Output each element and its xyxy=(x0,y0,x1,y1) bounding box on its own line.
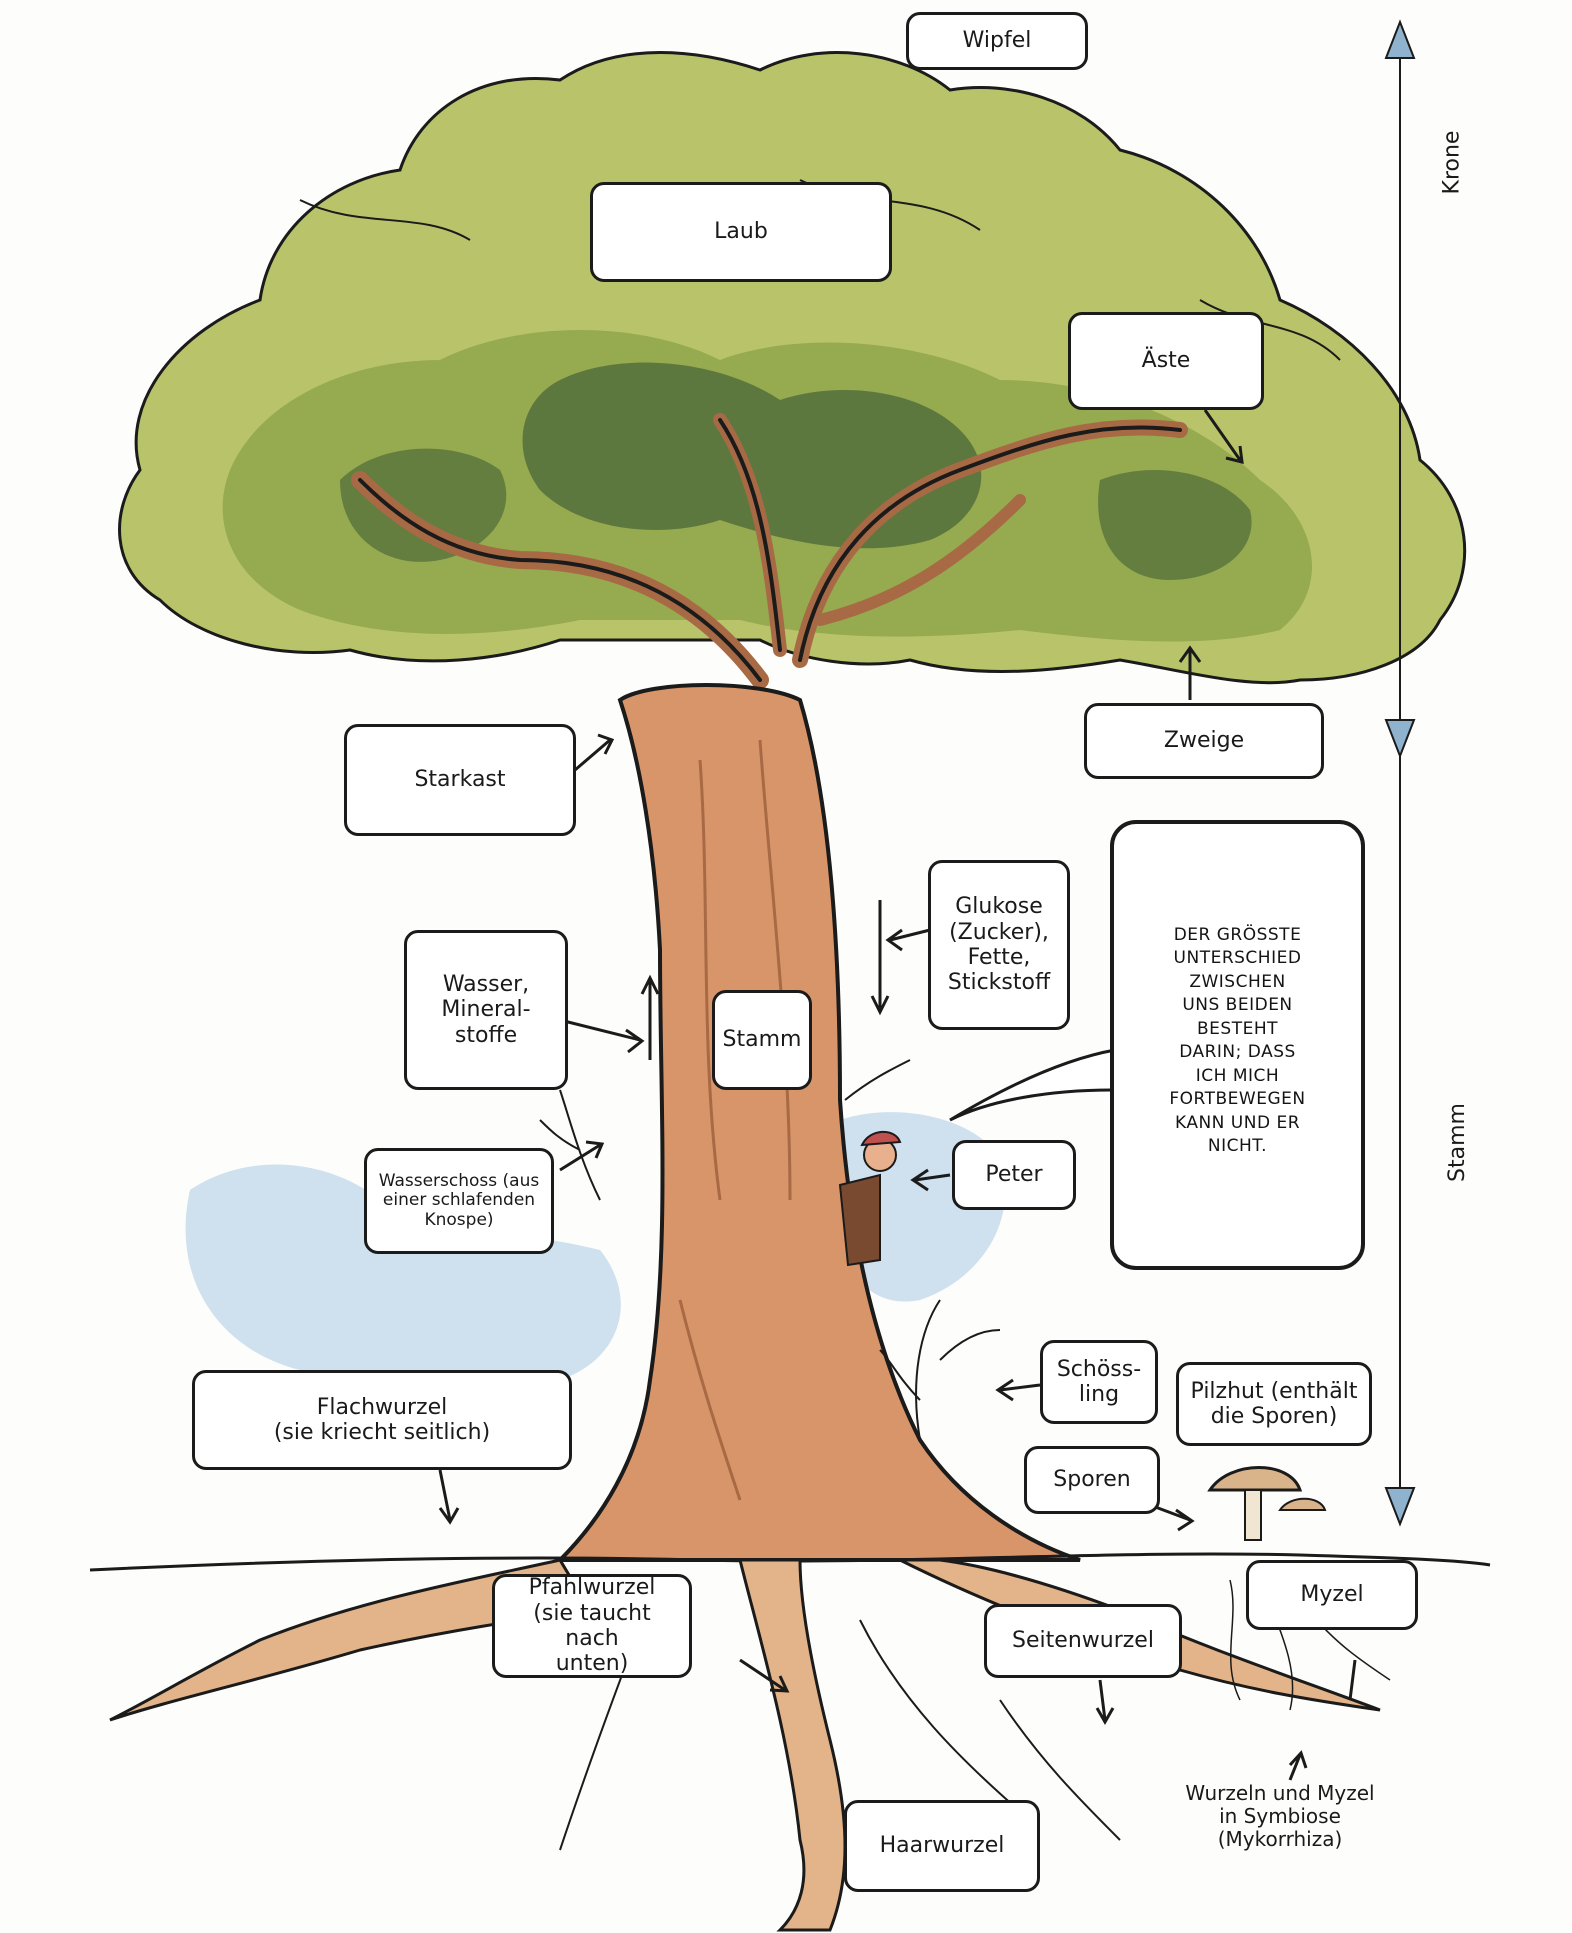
label-seitenwurzel-text: Seitenwurzel xyxy=(1012,1628,1154,1654)
branches xyxy=(351,413,1188,689)
label-schoessling-line2: ling xyxy=(1078,1382,1120,1407)
axis-label-stamm: Stamm xyxy=(1444,1103,1470,1182)
label-wasserschoss-line2: einer schlafenden xyxy=(382,1190,536,1211)
label-mykorrhiza-line3: (Mykorrhiza) xyxy=(1217,1827,1343,1851)
roots xyxy=(109,1558,1381,1932)
speech-line-7: ich mich xyxy=(1195,1065,1280,1086)
speech-tail xyxy=(949,1048,1116,1122)
label-sporen: Sporen xyxy=(1024,1446,1160,1514)
label-pilzhut: Pilzhut (enthält die Sporen) xyxy=(1176,1362,1372,1446)
label-pfahlwurzel-line3: unten) xyxy=(555,1651,629,1677)
label-wipfel-text: Wipfel xyxy=(962,28,1032,54)
label-glukose: Glukose (Zucker), Fette, Stickstoff xyxy=(928,860,1070,1030)
label-glukose-line3: Fette, xyxy=(967,945,1031,970)
label-wasser-line3: stoffe xyxy=(454,1022,518,1048)
label-wasserschoss-line3: Knospe) xyxy=(424,1209,494,1230)
axis-label-krone: Krone xyxy=(1439,130,1465,195)
speech-bubble: Der grösste Unterschied zwischen uns bei… xyxy=(1110,820,1365,1270)
speech-line-1: Der grösste xyxy=(1173,925,1302,945)
label-myzel: Myzel xyxy=(1246,1560,1418,1630)
label-laub: Laub xyxy=(590,182,892,282)
label-starkast: Starkast xyxy=(344,724,576,836)
label-pilzhut-line1: Pilzhut (enthält xyxy=(1190,1378,1358,1404)
label-zweige-text: Zweige xyxy=(1163,728,1245,754)
speech-line-5: besteht xyxy=(1197,1018,1278,1039)
label-haarwurzel-text: Haarwurzel xyxy=(879,1833,1005,1859)
ground-line xyxy=(89,1552,1491,1572)
label-mykorrhiza: Wurzeln und Myzel in Symbiose (Mykorrhiz… xyxy=(1150,1782,1410,1851)
speech-line-6: darin; dass xyxy=(1179,1042,1296,1063)
label-zweige: Zweige xyxy=(1084,703,1324,779)
label-glukose-line4: Stickstoff xyxy=(947,970,1051,996)
label-aeste-text: Äste xyxy=(1141,348,1191,374)
label-flachwurzel-line2: (sie kriecht seitlich) xyxy=(273,1420,491,1445)
saplings xyxy=(539,1059,1001,1441)
peter-figure xyxy=(838,1130,902,1267)
label-mykorrhiza-line2: in Symbiose xyxy=(1219,1804,1341,1828)
label-pfahlwurzel-line2: (sie taucht nach xyxy=(533,1600,651,1651)
label-pfahlwurzel: Pfahlwurzel (sie taucht nach unten) xyxy=(492,1574,692,1678)
label-wasserschoss: Wasserschoss (aus einer schlafenden Knos… xyxy=(364,1148,554,1254)
speech-line-8: fortbewegen xyxy=(1169,1089,1306,1110)
label-wipfel: Wipfel xyxy=(906,12,1088,70)
speech-line-2: Unterschied xyxy=(1173,948,1302,969)
crown xyxy=(118,51,1467,685)
label-wasserschoss-line1: Wasserschoss (aus xyxy=(378,1170,540,1191)
speech-line-10: nicht. xyxy=(1207,1136,1268,1157)
label-starkast-text: Starkast xyxy=(414,767,506,793)
speech-line-4: uns beiden xyxy=(1182,995,1293,1016)
side-axis xyxy=(1384,19,1416,1527)
pointer-arrows xyxy=(438,409,1357,1874)
label-myzel-text: Myzel xyxy=(1300,1582,1364,1608)
label-aeste: Äste xyxy=(1068,312,1264,410)
label-laub-text: Laub xyxy=(714,219,768,245)
label-peter-text: Peter xyxy=(985,1162,1043,1188)
label-haarwurzel: Haarwurzel xyxy=(844,1800,1040,1892)
trunk xyxy=(555,683,1081,1562)
label-stamm: Stamm xyxy=(712,990,812,1090)
speech-line-9: kann und er xyxy=(1174,1112,1301,1133)
label-pfahlwurzel-line1: Pfahlwurzel xyxy=(528,1575,656,1601)
label-wasser-line2: Mineral- xyxy=(441,997,531,1023)
label-sporen-text: Sporen xyxy=(1053,1467,1131,1493)
label-glukose-line1: Glukose xyxy=(955,894,1043,920)
speech-line-3: zwischen xyxy=(1189,971,1286,992)
label-pilzhut-line2: die Sporen) xyxy=(1210,1404,1338,1429)
label-schoessling: Schöss- ling xyxy=(1040,1340,1158,1424)
label-wasser: Wasser, Mineral- stoffe xyxy=(404,930,568,1090)
label-schoessling-line1: Schöss- xyxy=(1056,1356,1142,1382)
label-flachwurzel: Flachwurzel (sie kriecht seitlich) xyxy=(192,1370,572,1470)
label-wasser-line1: Wasser, xyxy=(442,972,530,998)
label-glukose-line2: (Zucker), xyxy=(949,919,1049,945)
label-mykorrhiza-line1: Wurzeln und Myzel xyxy=(1185,1781,1375,1805)
label-seitenwurzel: Seitenwurzel xyxy=(984,1604,1182,1678)
label-peter: Peter xyxy=(952,1140,1076,1210)
label-stamm-text: Stamm xyxy=(722,1027,802,1053)
label-flachwurzel-line1: Flachwurzel xyxy=(316,1394,448,1420)
